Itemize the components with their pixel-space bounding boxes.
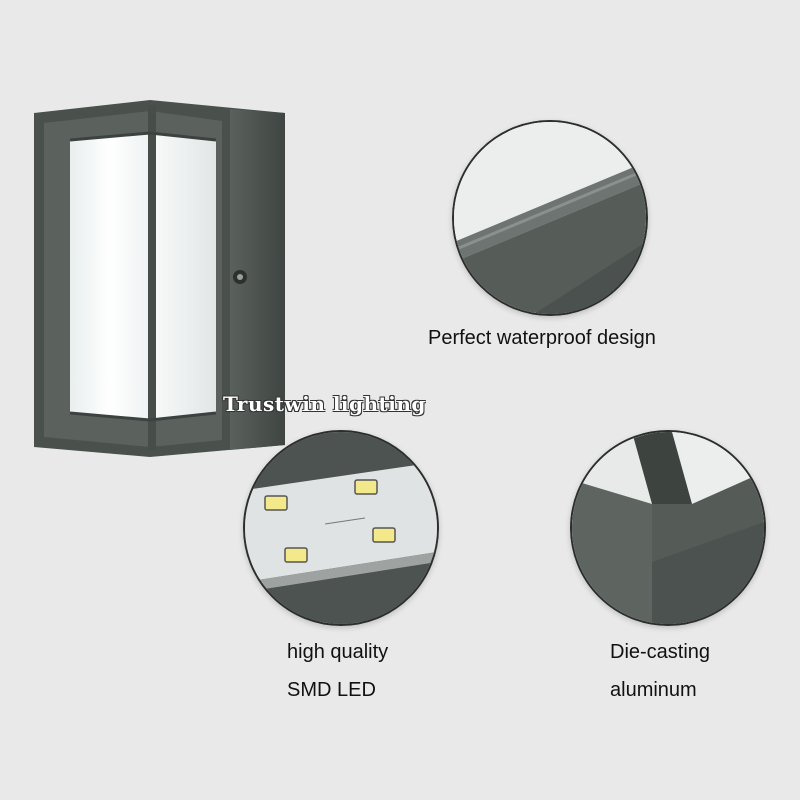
feature-caption-smd-line-2: SMD LED <box>287 679 376 701</box>
wall-lamp-illustration <box>30 95 290 460</box>
feature-caption-die-casting-line-1: Die-casting <box>610 641 711 663</box>
smd-led-detail-icon <box>243 430 439 626</box>
waterproof-detail-icon <box>452 120 648 316</box>
feature-caption-smd-line-1: high quality <box>287 641 389 663</box>
feature-caption-waterproof: Perfect waterproof design <box>428 327 656 349</box>
die-casting-detail-icon <box>570 430 766 626</box>
feature-caption-die-casting-line-2: aluminum <box>610 679 697 701</box>
brand-watermark: Trustwin lighting <box>223 392 426 416</box>
